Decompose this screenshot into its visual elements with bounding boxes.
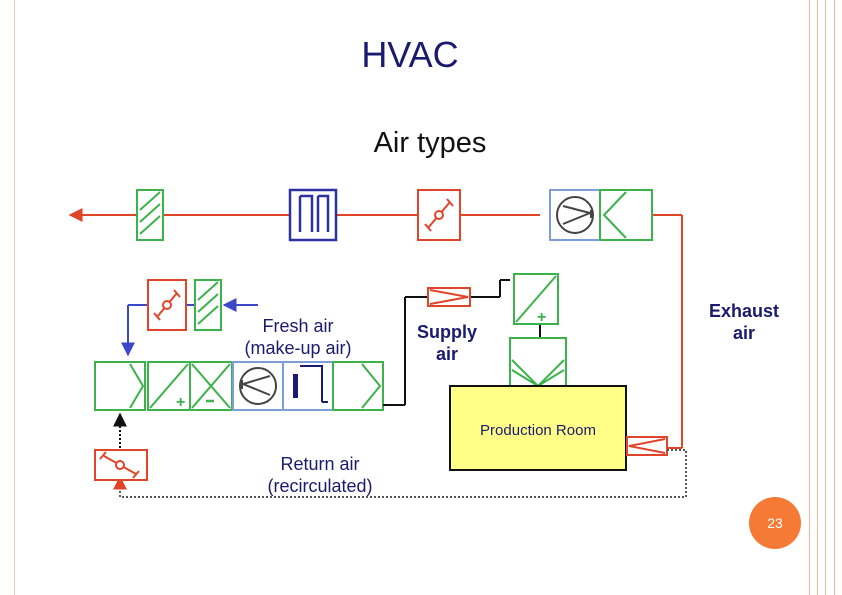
reheat-coil-icon: + (513, 273, 559, 326)
production-room-label: Production Room (480, 422, 596, 439)
humidifier-icon (282, 361, 334, 411)
heating-coil-icon: + (147, 361, 191, 411)
heat-exchanger-icon (288, 188, 338, 242)
return-air-label: Return air (recirculated) (250, 453, 390, 497)
slide-right-border (804, 0, 842, 595)
fresh-air-label: Fresh air (make-up air) (228, 315, 368, 359)
exhaust-fan-icon (549, 189, 601, 241)
svg-text:+: + (176, 394, 185, 411)
exhaust-air-label: Exhaust air (696, 300, 792, 344)
fresh-air-filter-icon (194, 279, 222, 331)
cooling-coil-icon (189, 361, 233, 411)
exhaust-filter-icon (136, 189, 164, 241)
exhaust-air-label-line1: Exhaust (708, 301, 780, 321)
exhaust-damper-icon (417, 189, 461, 241)
fresh-air-label-line2: (make-up air) (244, 338, 352, 358)
ahu-mixing-box (94, 361, 146, 411)
supply-air-label-line2: air (435, 344, 459, 364)
return-air-damper-icon (94, 449, 148, 481)
ahu-outlet-box (332, 361, 384, 411)
exhaust-inlet-icon (599, 189, 653, 241)
page-number-badge: 23 (749, 497, 801, 549)
supply-damper-icon (427, 287, 471, 307)
fresh-air-label-line1: Fresh air (262, 316, 334, 336)
fresh-air-damper-icon (147, 279, 187, 331)
return-air-label-line1: Return air (280, 454, 360, 474)
slide-title: HVAC (361, 34, 459, 75)
return-air-label-line2: (recirculated) (267, 476, 373, 496)
slide-subtitle: Air types (373, 127, 487, 159)
slide-left-border (0, 0, 15, 595)
supply-air-label: Supply air (402, 321, 492, 365)
supply-air-label-line1: Supply (416, 322, 477, 342)
exhaust-air-label-line2: air (732, 323, 756, 343)
terminal-filter-icon (509, 337, 567, 388)
production-room (449, 385, 627, 471)
return-grille-icon (626, 436, 668, 456)
supply-fan-icon (232, 361, 284, 411)
svg-text:+: + (537, 309, 546, 326)
